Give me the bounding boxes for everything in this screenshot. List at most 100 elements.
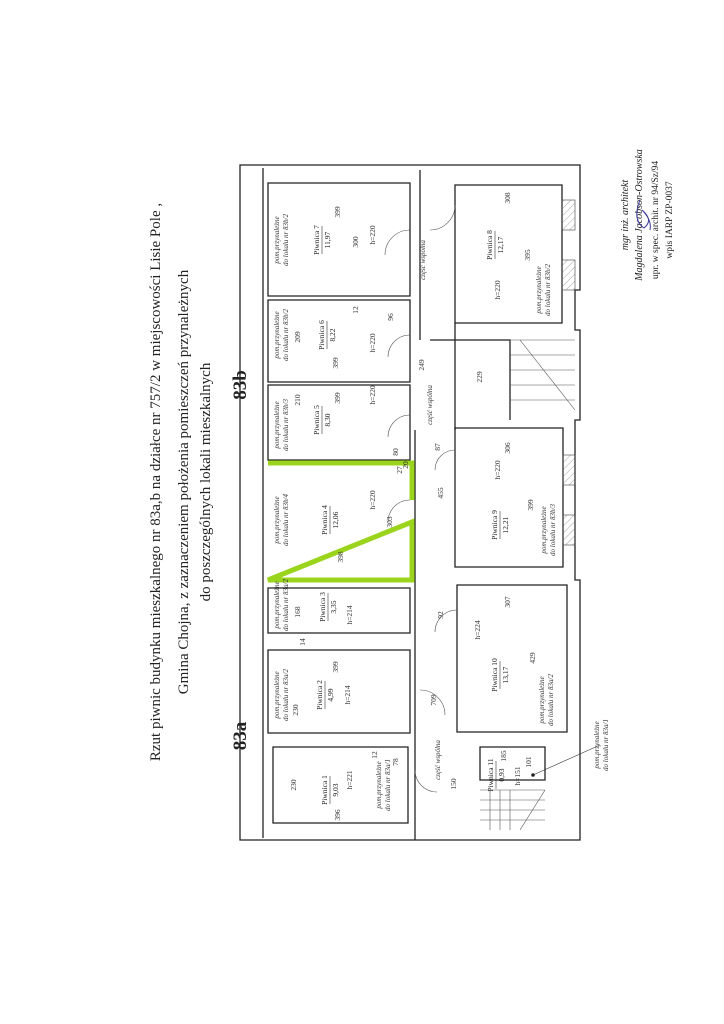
room-dimension: 185 xyxy=(499,750,508,762)
room-owner: do lokalu nr 83b/2 xyxy=(544,264,552,316)
room-dimension: 308 xyxy=(503,192,512,204)
common-area-label: część wspólna xyxy=(426,385,434,425)
room-owner: do lokalu nr 83a/1 xyxy=(602,719,610,771)
room-height: h=151 xyxy=(513,766,522,785)
title-line-2: Gmina Chojna, z zaznaczeniem położenia p… xyxy=(176,269,192,694)
room-height: h=214 xyxy=(343,685,352,704)
room-name: Piwnica 4 xyxy=(320,505,329,535)
room-area: 13,17 xyxy=(501,666,510,683)
signature-line-2: Magdalena Jacobson-Ostrowska xyxy=(634,149,645,282)
room-dimension: 96 xyxy=(386,313,395,321)
room-dimension: 455 xyxy=(436,487,445,499)
room-dimension: 398 xyxy=(336,551,345,563)
room-name: Piwnica 2 xyxy=(315,680,324,710)
room-dimension: 399 xyxy=(333,206,342,218)
room-name: Piwnica 7 xyxy=(312,225,321,255)
room-owner-prefix: pom.przynależne xyxy=(273,401,281,449)
room-dimension: 14 xyxy=(298,638,307,646)
room-dimension: 399 xyxy=(333,392,342,404)
room-dimension: 101 xyxy=(524,756,533,768)
room-dimension: 399 xyxy=(526,499,535,511)
signature-line-4: wpis IARP ZP-0037 xyxy=(665,181,675,258)
room-dimension: 150 xyxy=(449,778,458,790)
room-area: 0,93 xyxy=(497,768,506,781)
room-area: 12,21 xyxy=(501,516,510,533)
room-owner-prefix: pom.przynależne xyxy=(273,496,281,544)
staircase xyxy=(480,339,576,831)
room-dimension: 12 xyxy=(370,751,379,759)
room-dimension: 303 xyxy=(385,516,394,528)
room-name: Piwnica 9 xyxy=(490,510,499,540)
room-owner-prefix: pom.przynależne xyxy=(273,216,281,264)
room-owner: do lokalu nr 83b/4 xyxy=(282,494,290,546)
room-dimension: 399 xyxy=(331,661,340,673)
room-dimension: 306 xyxy=(503,442,512,454)
title-line-3: do poszczególnych lokali mieszkalnych xyxy=(198,362,214,601)
room-name: Piwnica 11 xyxy=(486,758,495,792)
corridor-dimension: 229 xyxy=(475,371,484,383)
room-dimension: 87 xyxy=(433,443,442,451)
room-dimension: 709 xyxy=(429,694,438,706)
common-area-label: część wspólna xyxy=(434,740,442,780)
plan-title: Rzut piwnic budynku mieszkalnego nr 83a,… xyxy=(148,203,214,761)
room-owner: do lokalu nr 83b/3 xyxy=(549,504,557,556)
room-height: h=224 xyxy=(473,620,482,639)
room-height: h=220 xyxy=(368,225,377,244)
room-owner: do lokalu nr 83b/2 xyxy=(282,309,290,361)
room-dimension: 27 xyxy=(395,466,404,474)
room-owner-prefix: pom.przynależne xyxy=(273,671,281,719)
room-owner: do lokalu nr 83a/2 xyxy=(282,579,290,631)
room-area: 8,22 xyxy=(328,328,337,341)
architect-signature-block: mgr inż. architekt Magdalena Jacobson-Os… xyxy=(620,149,675,282)
signature-line-3: upr. w spec. archit. nr 94/Sz/94 xyxy=(651,161,661,279)
room-owner-prefix: pom.przynależne xyxy=(375,761,383,809)
room-owner: do lokalu nr 83b/2 xyxy=(282,214,290,266)
room-height: h=221 xyxy=(345,770,354,789)
room-owner: do lokalu nr 83a/1 xyxy=(384,759,392,811)
highlight-outline-piwnica-4 xyxy=(267,460,415,583)
room-area: 11,97 xyxy=(323,231,332,248)
room-owner-prefix: pom.przynależne xyxy=(273,311,281,359)
handwritten-signature xyxy=(636,199,651,231)
room-dimension: 78 xyxy=(391,758,400,766)
room-height: h=220 xyxy=(368,333,377,352)
room-dimension: 210 xyxy=(293,394,302,406)
room-dimension: 92 xyxy=(436,611,445,619)
room-area: 9,03 xyxy=(331,783,340,796)
room-area: 8,30 xyxy=(323,413,332,426)
room-owner-prefix: pom.przynależne xyxy=(540,506,548,554)
room-dimension: 230 xyxy=(291,704,300,716)
room-owner-prefix: pom.przynależne xyxy=(538,676,546,724)
room-height: h=220 xyxy=(493,460,502,479)
title-line-1: Rzut piwnic budynku mieszkalnego nr 83a,… xyxy=(148,203,164,761)
room-height: h=220 xyxy=(368,490,377,509)
room-dimension: 307 xyxy=(503,596,512,608)
common-area-label: część wspólna xyxy=(419,240,427,280)
room-owner-prefix: pom.przynależne xyxy=(273,581,281,629)
room-dimension: 429 xyxy=(528,652,537,664)
room-area: 12,06 xyxy=(331,511,340,528)
room-owner: do lokalu nr 83b/3 xyxy=(282,399,290,451)
room-dimension: 396 xyxy=(333,809,342,821)
room-name: Piwnica 6 xyxy=(317,320,326,350)
doors xyxy=(384,204,458,793)
room-dimension: 209 xyxy=(293,331,302,343)
room-name: Piwnica 3 xyxy=(318,592,327,622)
room-dimension: 168 xyxy=(293,606,302,618)
room-owner: do lokalu nr 83a/2 xyxy=(547,674,555,726)
signature-line-1: mgr inż. architekt xyxy=(620,180,631,251)
room-height: h=220 xyxy=(368,385,377,404)
room-dimension: 230 xyxy=(289,779,298,791)
room-dimension: 12 xyxy=(351,306,360,314)
room-name: Piwnica 10 xyxy=(490,658,499,692)
room-owner-prefix: pom.przynależne xyxy=(535,266,543,314)
room-dimension: 300 xyxy=(351,236,360,248)
room-owner: do lokalu nr 83a/2 xyxy=(282,669,290,721)
room-dimension: 20 xyxy=(401,461,410,469)
room-height: h=214 xyxy=(345,605,354,624)
room-owner-prefix: pom.przynależne xyxy=(593,721,601,769)
room-dimension: 399 xyxy=(331,357,340,369)
room-dimension: 395 xyxy=(523,249,532,261)
